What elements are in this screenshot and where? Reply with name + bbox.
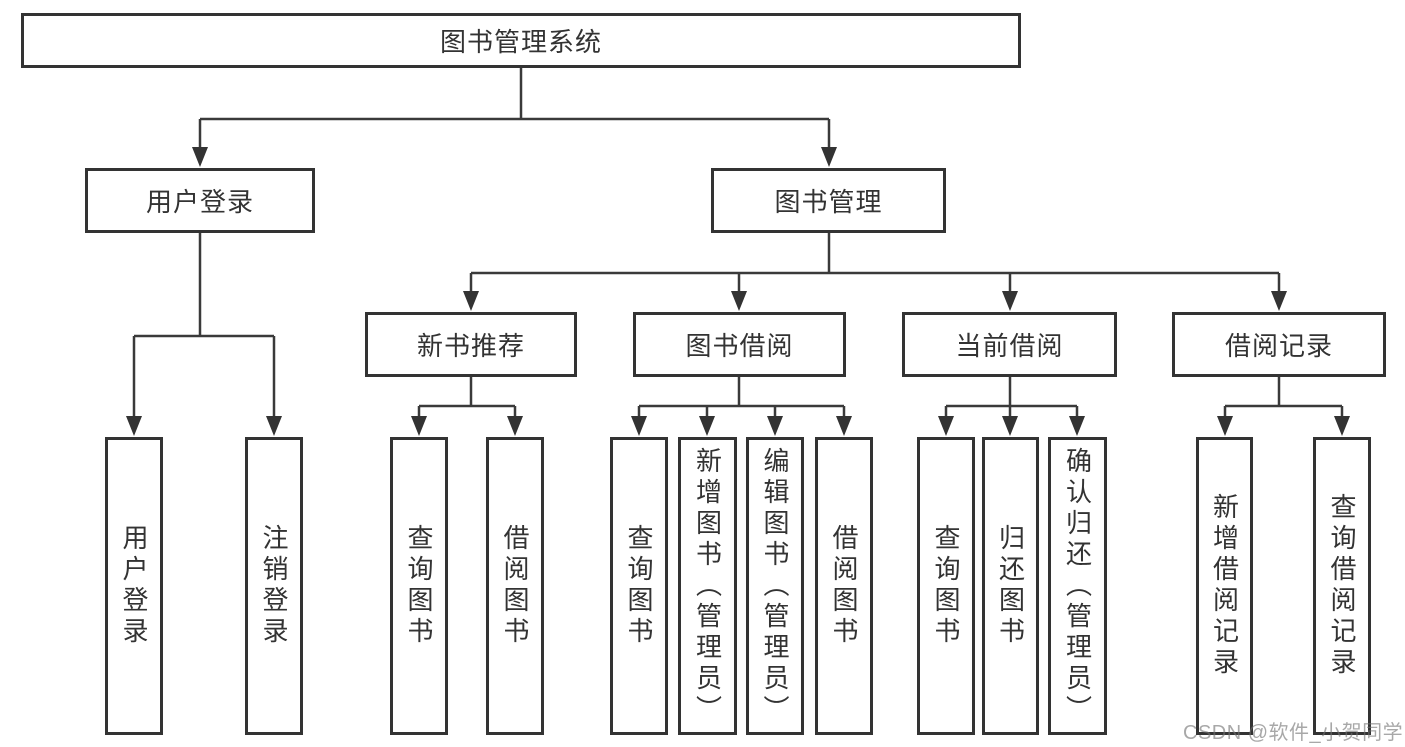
node-leaf-borrow-books-recommend: 借阅图书 — [486, 437, 544, 735]
node-borrowing-records: 借阅记录 — [1172, 312, 1386, 377]
node-book-borrowing: 图书借阅 — [633, 312, 846, 377]
node-leaf-confirm-return-admin: 确认归还（管理员） — [1048, 437, 1107, 735]
node-label: 图书管理 — [774, 187, 883, 217]
node-label: 注销登录 — [259, 524, 289, 648]
node-book-management: 图书管理 — [711, 168, 946, 233]
csdn-watermark: CSDN @软件_小贺同学 — [1183, 722, 1404, 744]
node-new-book-recommend: 新书推荐 — [365, 312, 577, 377]
node-leaf-logout: 注销登录 — [245, 437, 303, 735]
node-label: 查询图书 — [404, 524, 434, 648]
node-user-login: 用户登录 — [85, 168, 315, 233]
node-leaf-query-books-recommend: 查询图书 — [390, 437, 448, 735]
node-label: 借阅图书 — [829, 524, 859, 648]
node-current-borrowing: 当前借阅 — [902, 312, 1117, 377]
node-label: 图书管理系统 — [439, 27, 602, 57]
node-leaf-query-borrow-record: 查询借阅记录 — [1313, 437, 1371, 735]
node-leaf-borrow-books: 借阅图书 — [815, 437, 873, 735]
node-leaf-user-login: 用户登录 — [105, 437, 163, 735]
node-leaf-add-borrow-record: 新增借阅记录 — [1196, 437, 1253, 735]
node-leaf-edit-books-admin: 编辑图书（管理员） — [746, 437, 804, 735]
node-label: 归还图书 — [995, 524, 1026, 648]
node-label: 查询图书 — [931, 524, 961, 648]
node-label: 用户登录 — [119, 524, 149, 648]
node-leaf-query-books-current: 查询图书 — [917, 437, 975, 735]
node-label: 查询图书 — [624, 524, 654, 648]
node-label: 借阅图书 — [500, 524, 530, 648]
node-leaf-add-books-admin: 新增图书（管理员） — [678, 437, 737, 735]
node-label: 新增借阅记录 — [1209, 493, 1240, 679]
node-label: 查询借阅记录 — [1327, 493, 1357, 679]
node-label: 图书借阅 — [685, 331, 794, 361]
node-root: 图书管理系统 — [21, 13, 1021, 68]
node-label: 确认归还（管理员） — [1062, 446, 1093, 726]
node-label: 新书推荐 — [416, 331, 525, 361]
node-label: 新增图书（管理员） — [692, 446, 723, 726]
node-label: 当前借阅 — [955, 331, 1064, 361]
node-label: 用户登录 — [145, 187, 254, 217]
arrowhead-icons — [126, 147, 1350, 436]
node-leaf-query-books-borrowing: 查询图书 — [610, 437, 668, 735]
node-leaf-return-books: 归还图书 — [982, 437, 1039, 735]
node-label: 借阅记录 — [1224, 331, 1333, 361]
node-label: 编辑图书（管理员） — [760, 446, 790, 726]
